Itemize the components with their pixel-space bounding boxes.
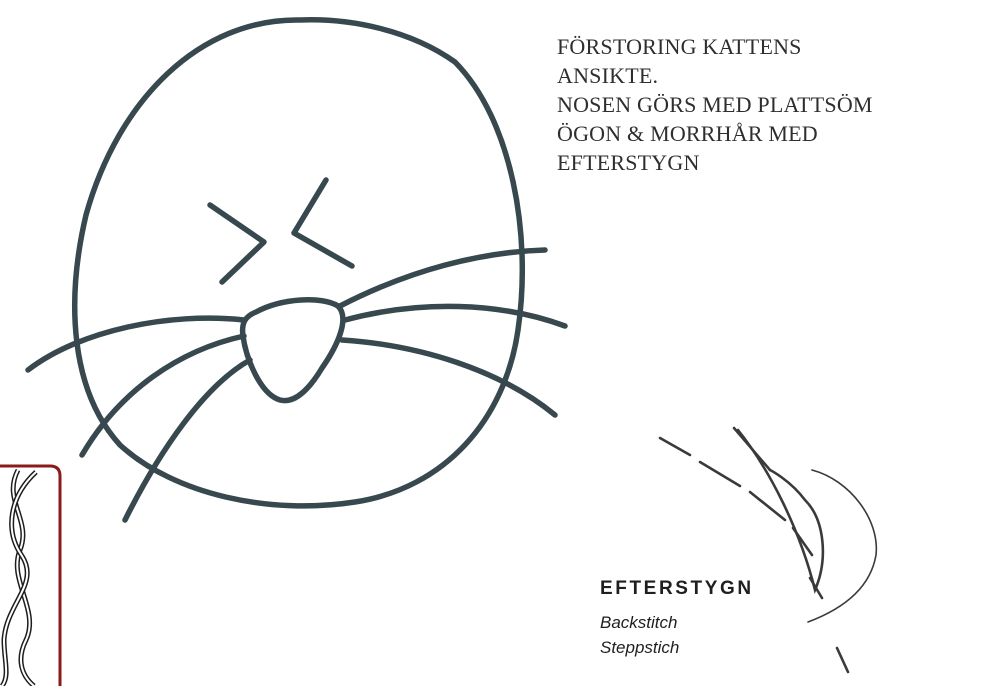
- instructions-text: FÖRSTORING KATTENS ANSIKTE. NOSEN GÖRS M…: [557, 32, 873, 177]
- instructions-line: ANSIKTE.: [557, 61, 873, 90]
- legend-title: EFTERSTYGN: [600, 578, 754, 600]
- nose-icon: [243, 300, 343, 401]
- legend-subtitle-english: Backstitch: [600, 610, 754, 635]
- whisker-right-3: [342, 340, 555, 415]
- legend-subtitle-german: Steppstich: [600, 635, 754, 660]
- right-eye-icon: [294, 180, 352, 266]
- whisker-right-1: [340, 250, 545, 306]
- instructions-line: EFTERSTYGN: [557, 148, 873, 177]
- left-eye-icon: [210, 205, 264, 282]
- instructions-line: ÖGON & MORRHÅR MED: [557, 119, 873, 148]
- stitch-legend: EFTERSTYGN Backstitch Steppstich: [600, 578, 754, 660]
- instructions-line: NOSEN GÖRS MED PLATTSÖM: [557, 90, 873, 119]
- instructions-line: FÖRSTORING KATTENS: [557, 32, 873, 61]
- celtic-knot-logo-icon: [0, 466, 60, 686]
- whisker-right-2: [345, 306, 565, 326]
- whisker-left-2: [82, 336, 244, 455]
